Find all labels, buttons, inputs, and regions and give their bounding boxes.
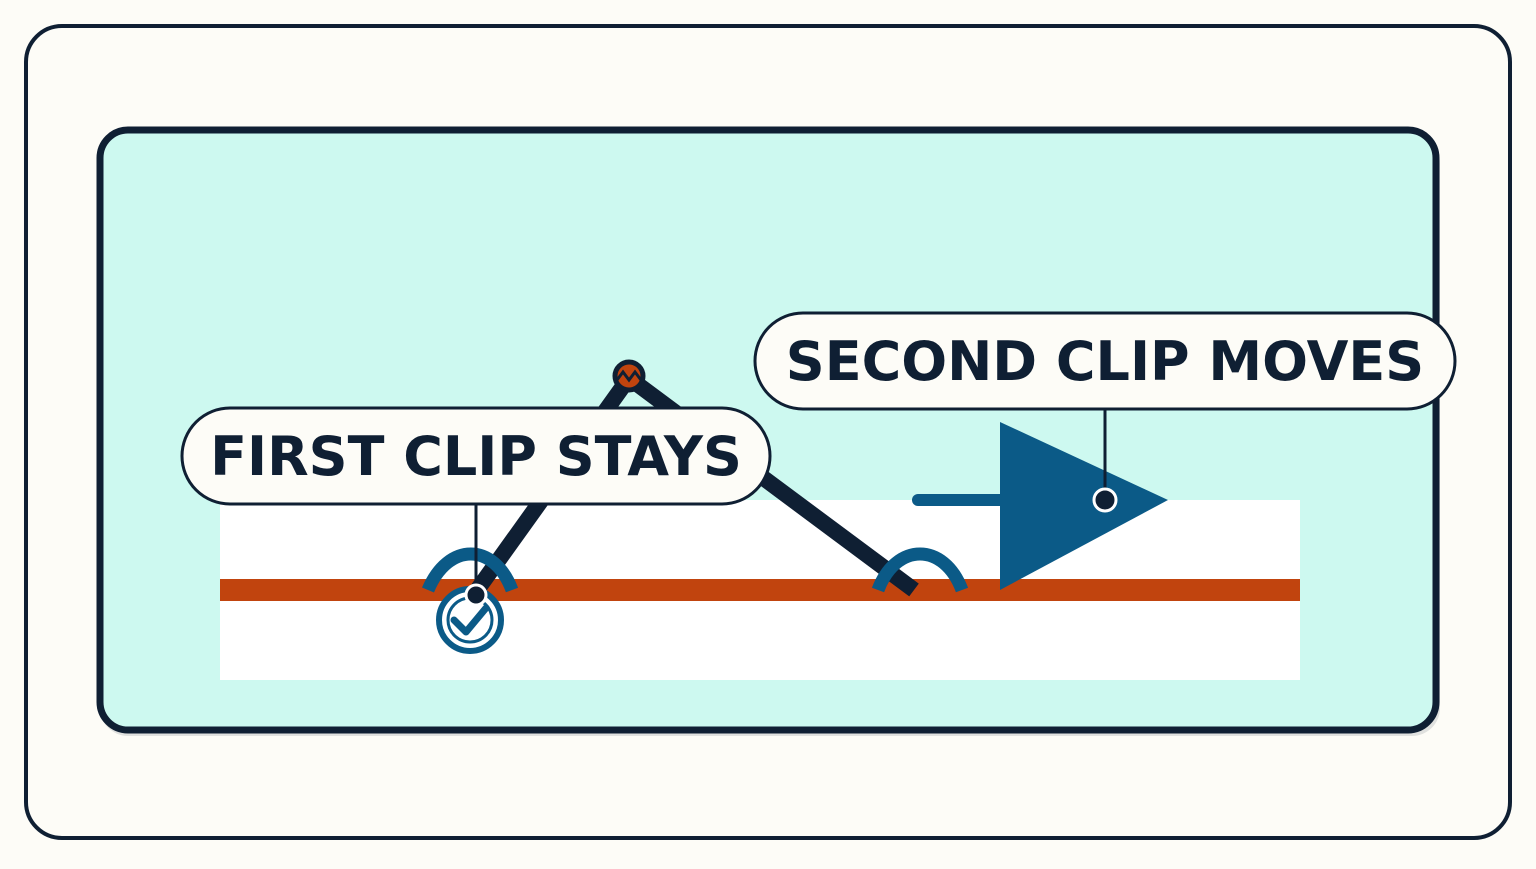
first-clip-label: FIRST CLIP STAYS: [210, 425, 742, 488]
second-clip: [871, 547, 969, 593]
arrow-right-icon: [912, 422, 1168, 590]
apex-knot-zigzag: [615, 369, 643, 383]
apex-knot: [612, 359, 646, 393]
first-clip-label-box: [180, 406, 772, 506]
first-clip: [422, 547, 519, 593]
second-clip-label-box: [753, 311, 1457, 411]
second-clip-callout: SECOND CLIP MOVES: [753, 311, 1457, 513]
second-clip-label: SECOND CLIP MOVES: [786, 330, 1424, 393]
first-clip-callout: FIRST CLIP STAYS: [180, 406, 772, 607]
track-line: [220, 579, 1300, 601]
